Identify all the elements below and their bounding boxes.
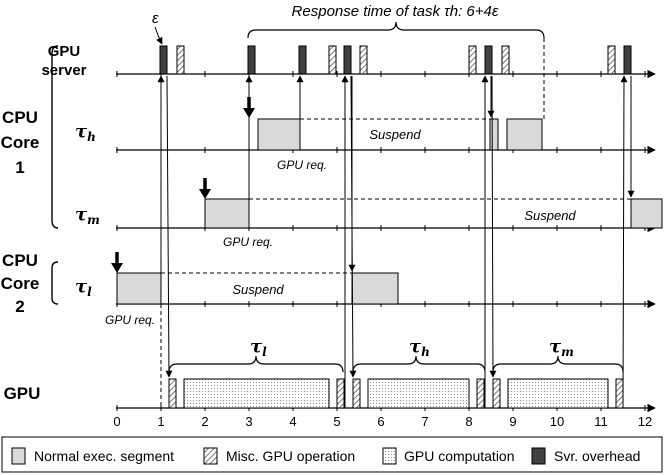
response-time-label: Response time of task τh: 6+4ε [292,3,499,20]
legend-swatch-misc [203,447,218,465]
core2-bracket [51,261,59,305]
connector-arrows [157,75,635,409]
svr-overhead-block [298,45,307,75]
misc-gpu-block [476,378,485,409]
gpu-computation-block [367,378,470,409]
svr-overhead-block [247,45,256,75]
misc-gpu-block [607,45,616,75]
legend-label-overhead: Svr. overhead [554,448,640,464]
legend: Normal exec. segment Misc. GPU operation… [1,436,663,473]
tau-l-label: τl [75,276,92,299]
axis-tick-label: 0 [113,414,120,429]
gpu-req-label-m: GPU req. [223,235,273,249]
core2-label-3: 2 [15,297,24,316]
gpu-tau-h-label: τh [409,336,430,359]
core1-bracket [51,45,59,229]
dispatch-arrow-l [165,75,173,378]
gpu-label: GPU [4,384,41,403]
axis-tick-label: 6 [377,414,384,429]
core1-label-2: Core [1,133,40,152]
gpu-computation-block [507,378,609,409]
legend-label-misc: Misc. GPU operation [226,448,355,464]
tau-l-row: Suspend GPU req. [105,252,399,327]
gpu-brace-m [492,355,624,373]
gpu-tau-m-label: τm [549,336,574,359]
suspend-label-h: Suspend [369,127,421,142]
svr-overhead-block [623,45,632,75]
misc-gpu-block [352,378,361,409]
gpu-row-blocks: τl τh τm [168,336,624,409]
misc-gpu-block [328,45,337,75]
svr-overhead-block [484,45,493,75]
tau-h-row: Suspend GPU req. [243,97,543,172]
gpu-brace-h [352,355,486,373]
misc-gpu-block [359,45,368,75]
misc-gpu-block [492,378,501,409]
legend-label-gpu: GPU computation [404,448,515,464]
axis-tick-label: 2 [201,414,208,429]
dispatch-arrow-m [489,75,497,378]
misc-gpu-block [176,45,185,75]
axis-tick-label: 3 [245,414,252,429]
core2-label-2: Core [1,274,40,293]
misc-gpu-block [168,378,177,409]
core1-label-1: CPU [2,108,38,127]
axis-tick-label: 11 [594,414,608,429]
axis-tick-label: 12 [638,414,652,429]
tau-m-label: τm [75,204,100,227]
axis-tick-label: 10 [550,414,564,429]
legend-swatch-gpu [382,447,397,465]
timeline-axes [116,69,656,413]
gpu-brace-l [168,355,344,373]
normal-exec-segment [116,272,162,305]
axis-tick-label: 7 [421,414,428,429]
axis-tick-label: 4 [289,414,296,429]
svr-overhead-block [343,45,352,75]
complete-arrow-m [620,75,628,409]
tick-marks [116,71,646,411]
gpu-computation-block [183,378,330,409]
dispatch-arrow-h [349,75,357,378]
gpu-server-blocks [159,45,632,75]
normal-exec-segment [489,118,499,151]
epsilon-arrow [154,26,163,45]
response-time-brace [247,21,545,39]
axis-tick-label: 5 [333,414,340,429]
gpu-req-label-h: GPU req. [277,158,327,172]
misc-gpu-block [615,378,624,409]
gpu-req-label-l: GPU req. [105,313,155,327]
tau-m-row: Suspend GPU req. [199,178,663,249]
epsilon-label: ε [152,10,159,27]
core2-label-1: CPU [2,251,38,270]
release-arrow-m-head [199,189,211,199]
legend-box [1,436,663,473]
normal-exec-segment [351,272,399,305]
misc-gpu-block [501,45,510,75]
svr-overhead-block [159,45,168,75]
normal-exec-segment [257,118,301,151]
gpu-server-label-2: server [41,62,86,79]
tau-h-label: τh [75,121,96,144]
gpu-tau-l-label: τl [250,336,267,359]
axis-tick-label: 8 [465,414,472,429]
axis-tick-label: 1 [157,414,164,429]
misc-gpu-block [468,45,477,75]
legend-swatch-overhead [531,447,546,465]
release-arrow-l-head [111,263,123,273]
axis-tick-label: 9 [509,414,516,429]
normal-exec-segment [630,198,663,229]
gpu-server-label-1: GPU [48,43,81,60]
suspend-label-m: Suspend [524,208,576,223]
suspend-label-l: Suspend [232,282,284,297]
legend-label-normal: Normal exec. segment [34,448,174,464]
legend-swatch-normal [11,447,26,465]
core1-label-3: 1 [15,158,24,177]
normal-exec-segment [204,198,250,229]
misc-gpu-block [336,378,345,409]
normal-exec-segment [506,118,543,151]
